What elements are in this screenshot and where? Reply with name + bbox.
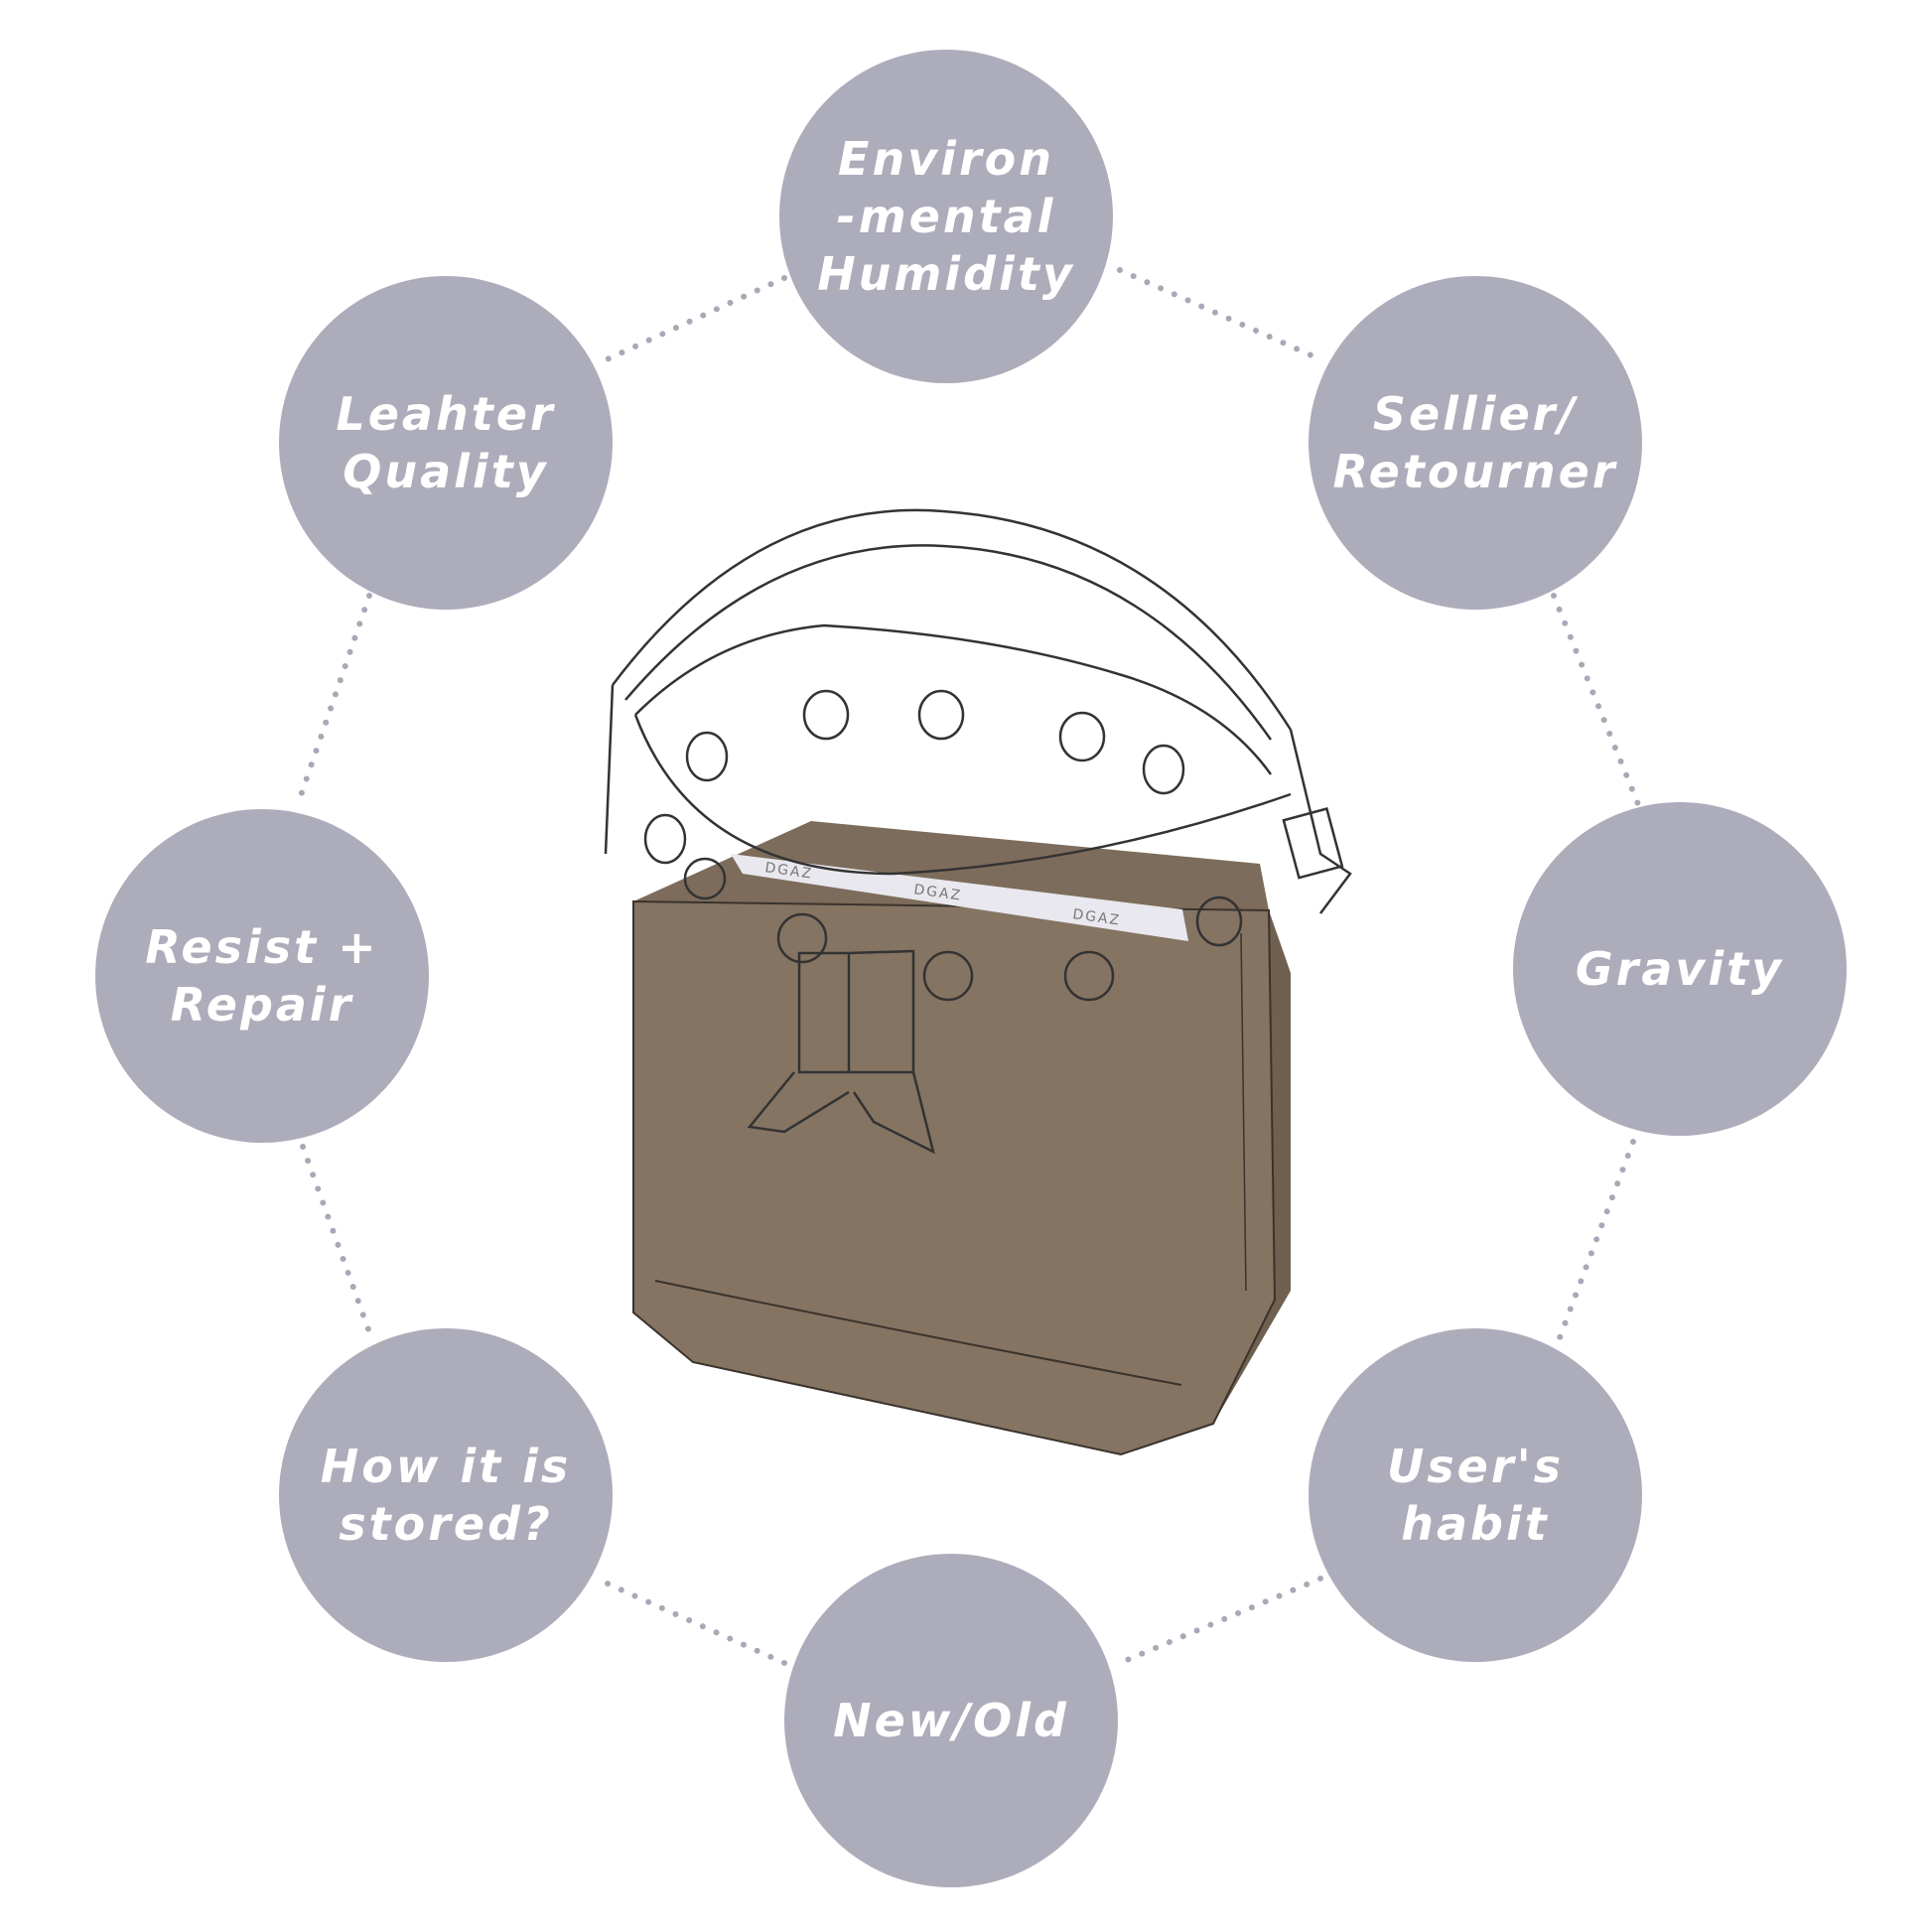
bag-body: [632, 821, 1291, 1456]
factor-how-stored: How it is stored?: [279, 1328, 613, 1662]
factor-users-habit: User's habit: [1309, 1328, 1642, 1662]
factor-label: Sellier/ Retourner: [1332, 387, 1618, 498]
bag-outline-and-strap: [604, 508, 1352, 1155]
factor-label: New/Old: [833, 1694, 1069, 1747]
factor-environmental-humidity: Environ -mental Humidity: [779, 50, 1113, 383]
factor-sellier-retourner: Sellier/ Retourner: [1309, 276, 1642, 610]
factor-new-old: New/Old: [784, 1554, 1118, 1887]
factor-label: Leahter Quality: [336, 387, 556, 498]
factor-label: Resist + Repair: [145, 920, 379, 1032]
factor-label: User's habit: [1386, 1440, 1565, 1551]
factor-label: How it is stored?: [320, 1440, 572, 1551]
factor-leather-quality: Leahter Quality: [279, 276, 613, 610]
logo-band: DGAZ DGAZ DGAZ: [731, 854, 1188, 941]
factor-label: Gravity: [1575, 942, 1785, 996]
factor-resist-repair: Resist + Repair: [95, 809, 429, 1143]
factor-gravity: Gravity: [1513, 802, 1847, 1136]
svg-text:DGAZ: DGAZ: [912, 882, 963, 904]
svg-text:DGAZ: DGAZ: [1071, 906, 1122, 929]
factor-label: Environ -mental Humidity: [817, 132, 1075, 301]
svg-text:DGAZ: DGAZ: [763, 860, 814, 883]
